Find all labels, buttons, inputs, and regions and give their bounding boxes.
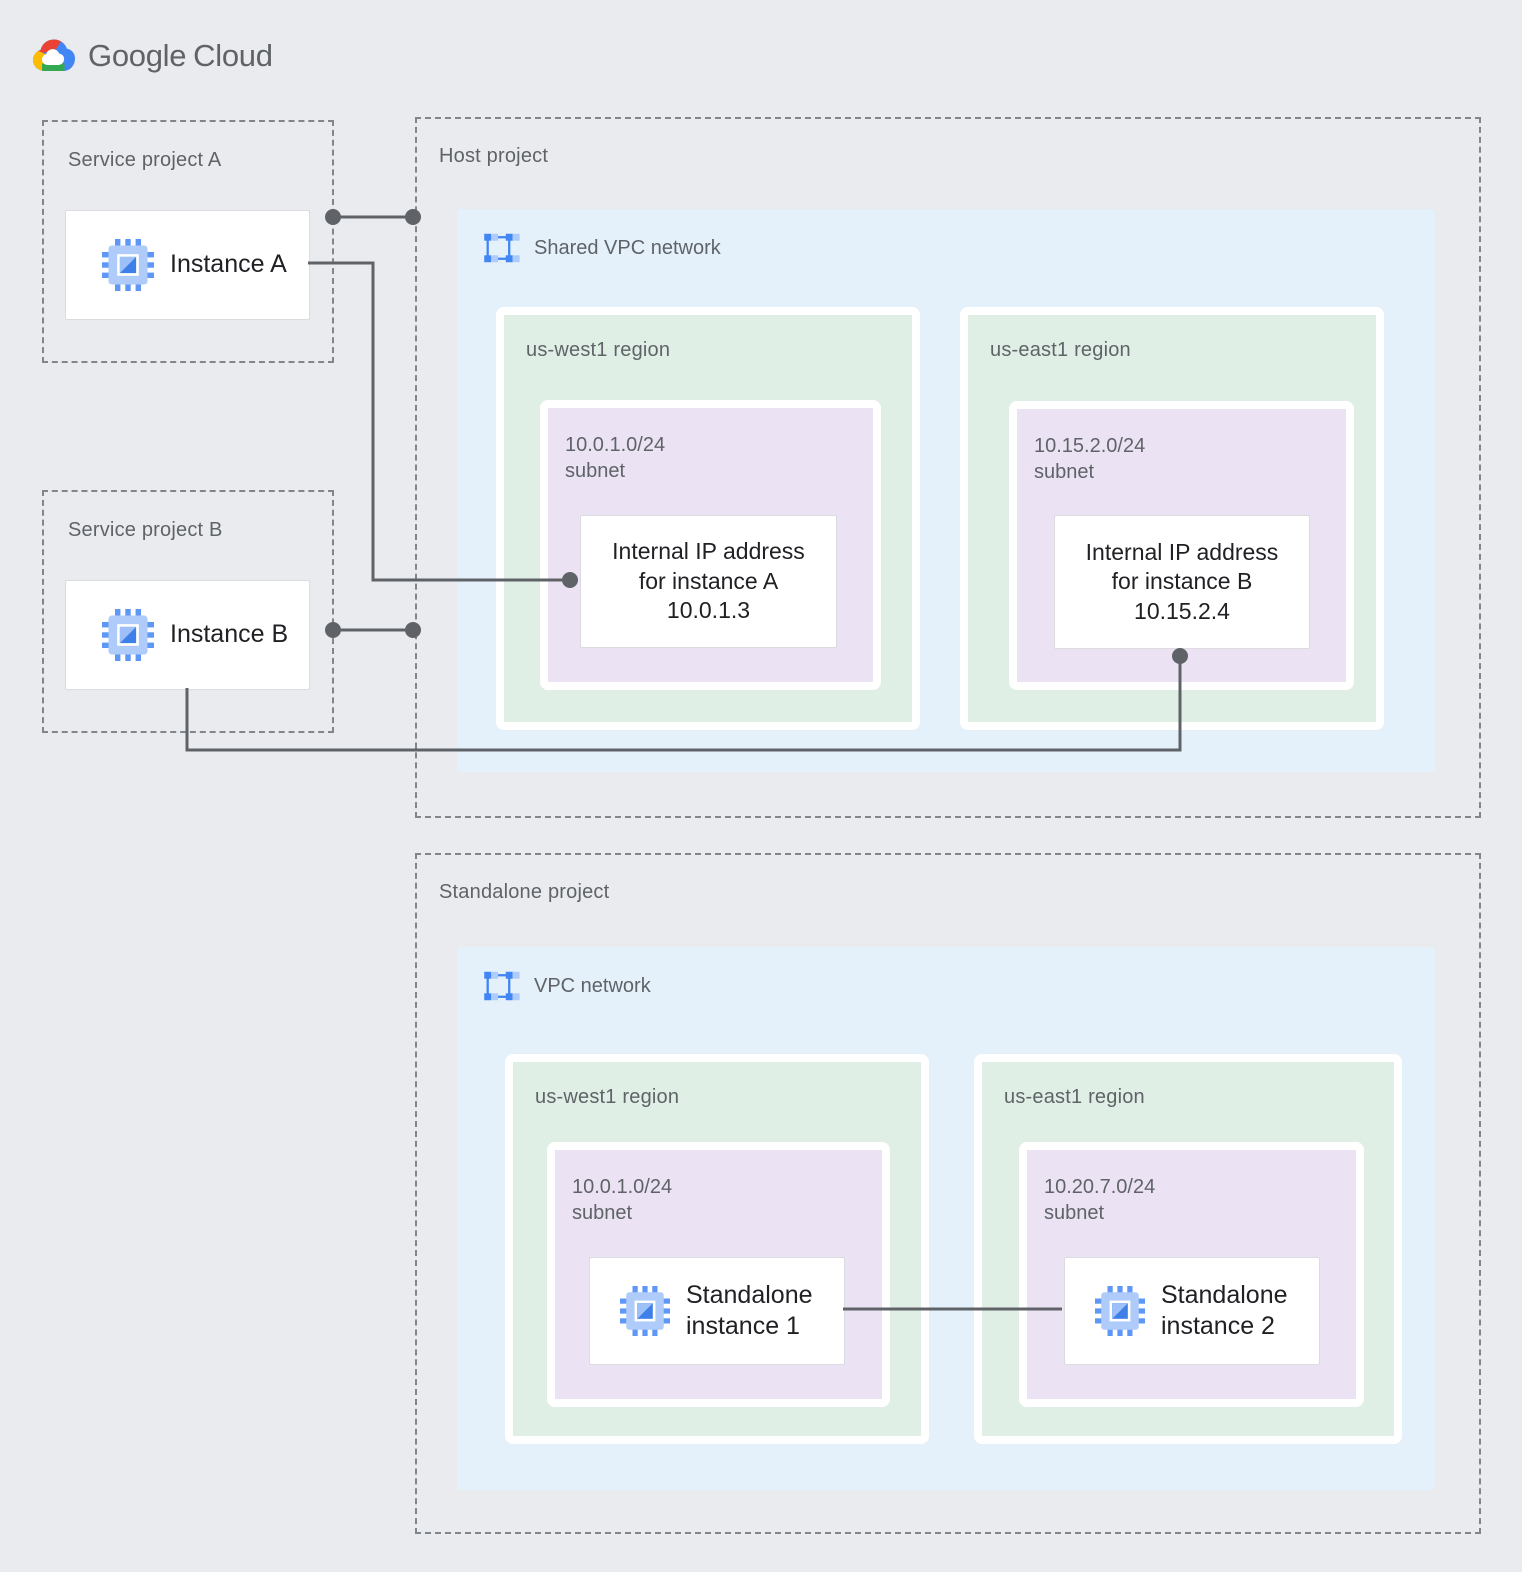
subnet-word: subnet <box>565 460 626 482</box>
card-line: Standalone <box>1161 1280 1288 1309</box>
card-line: instance 2 <box>1161 1312 1275 1340</box>
host-east-subnet-box: 10.15.2.0/24 subnet Internal IP address … <box>1009 401 1354 690</box>
host-us-east1-region-box: us-east1 region 10.15.2.0/24 subnet Inte… <box>960 307 1384 730</box>
subnet-cidr: 10.15.2.0/24 <box>1034 435 1146 457</box>
ip-card-line: for instance A <box>638 567 779 594</box>
service-project-b-label: Service project B <box>68 519 223 541</box>
standalone-instance-1-card: Standalone instance 1 <box>589 1257 845 1365</box>
compute-instance-icon <box>1095 1286 1145 1336</box>
host-us-west1-region-label: us-west1 region <box>526 339 671 361</box>
card-line: Standalone <box>686 1280 813 1309</box>
logo-google: Google <box>88 38 187 73</box>
shared-vpc-network-label: Shared VPC network <box>534 236 721 259</box>
google-cloud-icon <box>33 39 75 71</box>
subnet-word: subnet <box>1034 461 1095 483</box>
subnet-cidr: 10.0.1.0/24 <box>565 434 666 456</box>
instance-b-card: Instance B <box>65 580 310 690</box>
standalone-instance-2-label: Standalone instance 2 <box>1161 1280 1288 1343</box>
subnet-cidr: 10.0.1.0/24 <box>572 1176 673 1198</box>
vpc-network-icon <box>484 233 520 263</box>
host-project-label: Host project <box>439 145 549 167</box>
standalone-instance-2-card: Standalone instance 2 <box>1064 1257 1320 1365</box>
service-project-b-box: Service project B Instance B <box>42 490 334 733</box>
standalone-us-east1-region-label: us-east1 region <box>1004 1086 1145 1108</box>
instance-a-label: Instance A <box>170 250 287 279</box>
card-line: instance 1 <box>686 1312 800 1340</box>
ip-card-line: Internal IP address <box>1085 538 1279 565</box>
subnet-cidr: 10.20.7.0/24 <box>1044 1176 1156 1198</box>
internal-ip-instance-b-card: Internal IP address for instance B 10.15… <box>1054 515 1310 649</box>
service-project-a-box: Service project A Instance A <box>42 120 334 363</box>
host-project-box: Host project Shared VPC network <box>415 117 1481 818</box>
standalone-us-east1-region-box: us-east1 region 10.20.7.0/24 subnet <box>974 1054 1402 1444</box>
host-east-subnet-label: 10.15.2.0/24 subnet <box>1034 433 1145 485</box>
compute-instance-icon <box>102 609 154 661</box>
vpc-network-box: VPC network us-west1 region 10.0.1.0/24 … <box>457 947 1435 1490</box>
standalone-instance-1-label: Standalone instance 1 <box>686 1280 813 1343</box>
subnet-word: subnet <box>572 1202 633 1224</box>
host-west-subnet-label: 10.0.1.0/24 subnet <box>565 432 665 484</box>
standalone-project-label: Standalone project <box>439 881 610 903</box>
internal-ip-instance-a-card: Internal IP address for instance A 10.0.… <box>580 515 837 648</box>
host-west-subnet-box: 10.0.1.0/24 subnet Internal IP address f… <box>540 400 881 690</box>
logo-cloud: Cloud <box>193 38 273 73</box>
vpc-network-label: VPC network <box>534 974 651 997</box>
ip-card-line: 10.0.1.3 <box>666 597 751 624</box>
ip-card-line: 10.15.2.4 <box>1134 597 1230 624</box>
standalone-west-subnet-box: 10.0.1.0/24 subnet <box>547 1142 890 1407</box>
subnet-word: subnet <box>1044 1202 1105 1224</box>
compute-instance-icon <box>102 239 154 291</box>
ip-card-line: for instance B <box>1111 568 1253 595</box>
vpc-network-header: VPC network <box>480 967 651 1005</box>
standalone-east-subnet-label: 10.20.7.0/24 subnet <box>1044 1174 1155 1226</box>
standalone-project-box: Standalone project VPC network <box>415 853 1481 1534</box>
service-project-a-label: Service project A <box>68 149 222 171</box>
ip-card-line: Internal IP address <box>612 538 805 565</box>
standalone-east-subnet-box: 10.20.7.0/24 subnet <box>1019 1142 1364 1407</box>
vpc-network-icon <box>484 971 520 1001</box>
shared-vpc-network-box: Shared VPC network us-west1 region 10.0.… <box>457 209 1435 772</box>
instance-b-label: Instance B <box>170 620 289 649</box>
standalone-us-west1-region-box: us-west1 region 10.0.1.0/24 subnet <box>505 1054 929 1444</box>
compute-instance-icon <box>620 1286 670 1336</box>
host-us-west1-region-box: us-west1 region 10.0.1.0/24 subnet Inter… <box>496 307 920 730</box>
host-us-east1-region-label: us-east1 region <box>990 339 1131 361</box>
standalone-west-subnet-label: 10.0.1.0/24 subnet <box>572 1174 672 1226</box>
shared-vpc-network-header: Shared VPC network <box>480 229 721 267</box>
instance-a-card: Instance A <box>65 210 310 320</box>
standalone-us-west1-region-label: us-west1 region <box>535 1086 680 1108</box>
